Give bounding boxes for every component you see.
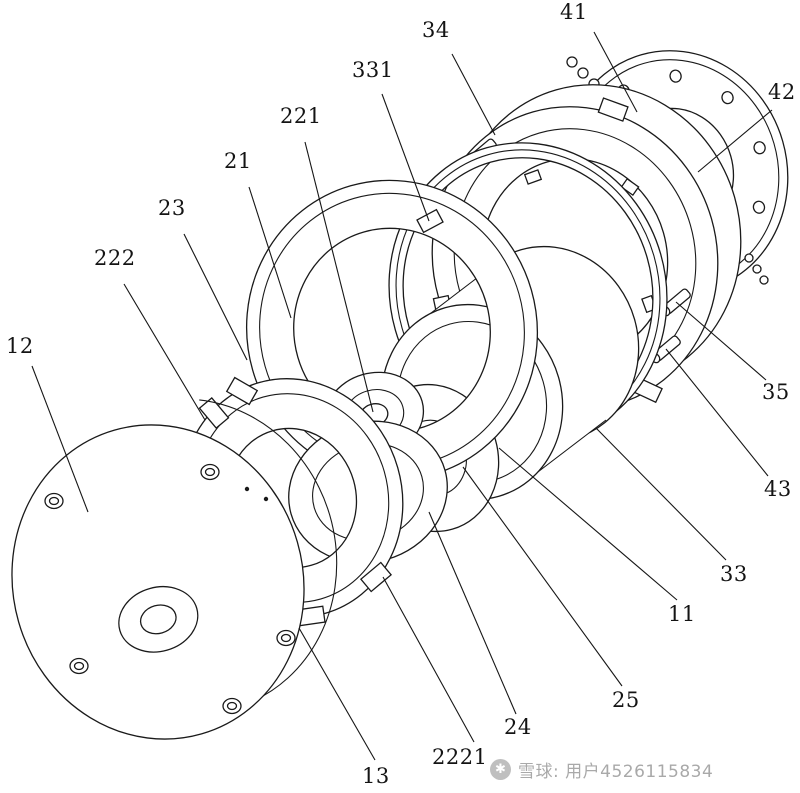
xueqiu-snowball-logo-icon: ✱ <box>490 759 511 780</box>
part-label-35: 35 <box>762 380 790 404</box>
part-label-23: 23 <box>158 196 186 220</box>
leader-24 <box>428 511 517 715</box>
part-label-222: 222 <box>94 246 136 270</box>
part-label-42: 42 <box>768 80 796 104</box>
leader-331 <box>381 93 430 222</box>
part-label-33: 33 <box>720 562 748 586</box>
watermark: ✱ 雪球: 用户4526115834 <box>490 757 713 782</box>
part-label-34: 34 <box>422 18 450 42</box>
part-label-13: 13 <box>362 764 390 788</box>
leader-13 <box>298 627 376 761</box>
leader-2221 <box>382 576 475 743</box>
part-label-221: 221 <box>280 104 322 128</box>
leader-42 <box>697 109 773 173</box>
part-label-43: 43 <box>764 477 792 501</box>
leader-221 <box>304 141 374 413</box>
part-label-21: 21 <box>224 149 252 173</box>
leader-25 <box>462 466 623 687</box>
part-label-12: 12 <box>6 334 34 358</box>
screw-holes <box>44 463 296 715</box>
part-label-2221: 2221 <box>432 745 488 769</box>
part-label-25: 25 <box>612 688 640 712</box>
leader-12 <box>31 365 89 513</box>
leader-23 <box>183 233 248 361</box>
leader-21 <box>248 186 292 319</box>
part-label-24: 24 <box>504 715 532 739</box>
part-label-331: 331 <box>352 58 394 82</box>
leader-35 <box>675 301 767 381</box>
leader-34 <box>451 53 496 136</box>
leader-33 <box>595 427 727 561</box>
leader-41 <box>593 31 638 113</box>
part-label-41: 41 <box>560 0 588 24</box>
leader-11 <box>498 447 678 601</box>
leader-43 <box>665 348 769 477</box>
leader-222 <box>123 283 206 421</box>
part-label-11: 11 <box>668 602 696 626</box>
watermark-text: 雪球: 用户4526115834 <box>518 762 714 782</box>
leader-lines <box>31 31 773 761</box>
